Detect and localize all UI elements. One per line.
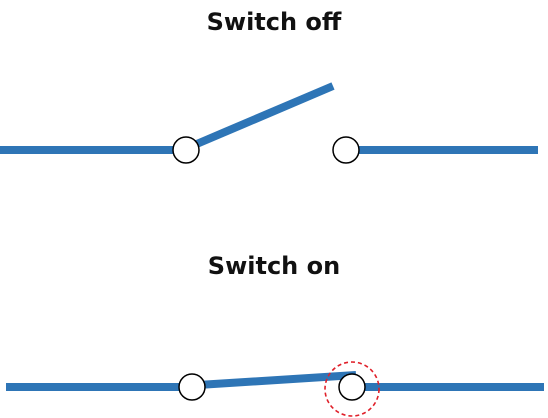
contact-highlight-circle xyxy=(324,361,380,417)
switch-off-left-terminal xyxy=(172,136,200,164)
switch-on-lever xyxy=(197,371,357,389)
switch-on-group xyxy=(6,361,544,417)
switch-on-left-terminal xyxy=(178,373,206,401)
switch-off-right-terminal xyxy=(332,136,360,164)
switch-off-title: Switch off xyxy=(206,8,342,36)
switch-off-group xyxy=(0,82,538,164)
switch-on-right-terminal xyxy=(338,373,366,401)
switch-off-lever xyxy=(190,82,335,150)
switch-on-title: Switch on xyxy=(207,252,341,280)
